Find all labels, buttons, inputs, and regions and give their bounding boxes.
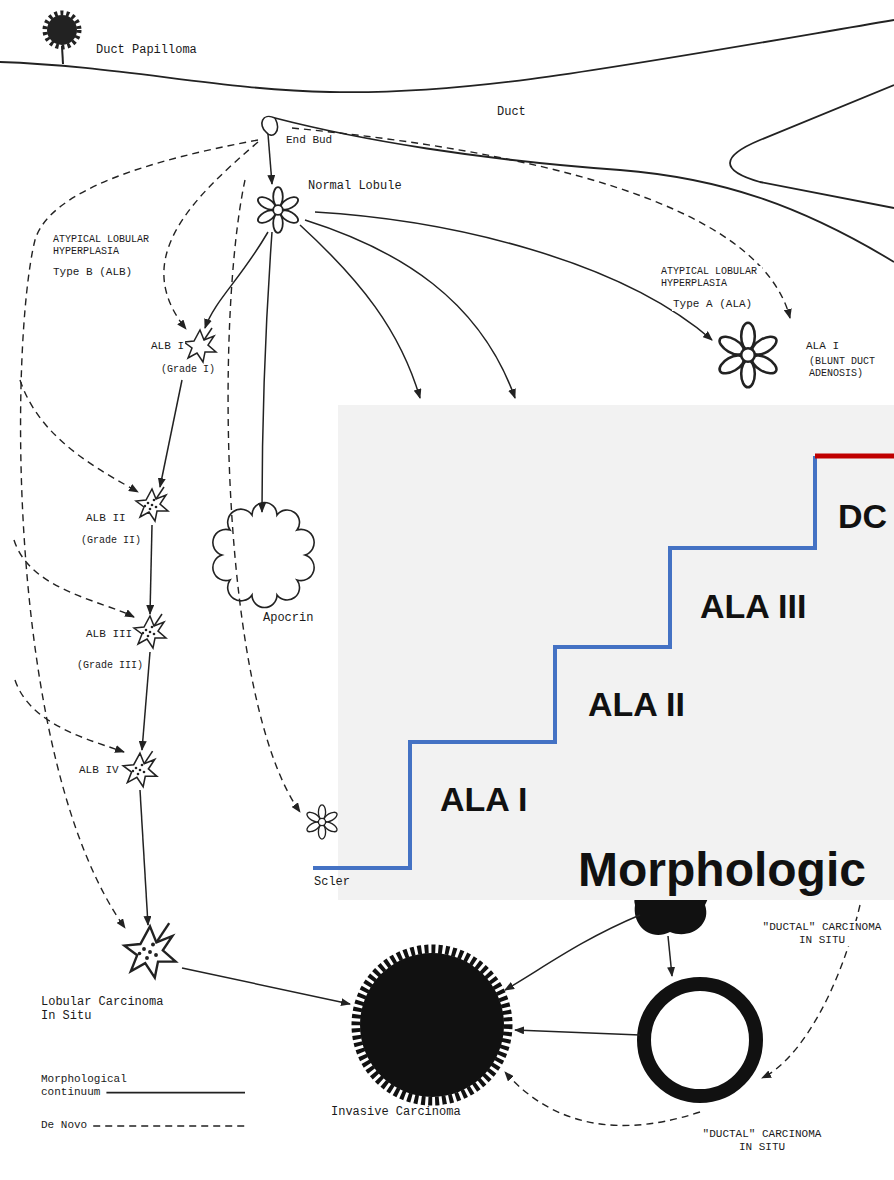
diagram-label: ATYPICAL LOBULAR HYPERPLASIA [52,234,154,257]
diagram-label: (Grade I) [160,364,216,376]
diagram-label: Apocrin [262,612,314,626]
diagram-label: ALB I [150,340,185,353]
diagram-label: End Bud [285,134,333,147]
diagram-label: ALB IV [78,764,120,777]
diagram-label: "DUCTAL" CARCINOMA IN SITU [696,1128,828,1153]
diagram-label: "DUCTAL" CARCINOMA IN SITU [756,921,888,946]
step-label: ALA I [440,782,528,816]
legend-sample [93,1125,245,1127]
diagram-label: Duct [496,106,527,120]
overlay-panel: ALA I ALA II ALA III DC Morphologic [338,405,894,900]
diagram-label: ALB II [85,512,127,525]
diagram-label: Lobular Carcinoma In Situ [40,996,172,1024]
step-label: ALA III [700,589,806,623]
diagram-label: Type B (ALB) [52,266,133,279]
diagram-label: Invasive Carcinoma [330,1106,462,1120]
diagram-label: ALA I [805,340,840,353]
diagram-label: Normal Lobule [307,180,403,194]
diagram-label: (BLUNT DUCT ADENOSIS) [808,356,888,379]
diagram-label: Scler [313,876,351,890]
panel-title: Morphologic [578,846,866,894]
diagram-label: (Grade III) [76,660,144,672]
staircase-blue [313,456,815,868]
legend-text: Morphological continuum [40,1073,142,1098]
step-label: DC [838,499,887,533]
legend-sample [106,1092,245,1094]
diagram-label: Type A (ALA) [672,298,753,311]
staircase-red [815,454,894,459]
diagram-label: ATYPICAL LOBULAR HYPERPLASIA [660,266,762,289]
legend-text: De Novo [40,1119,88,1132]
step-label: ALA II [588,687,685,721]
diagram-label: ALB III [85,628,133,641]
diagram-label: Duct Papilloma [95,44,198,58]
diagram-label: (Grade II) [80,535,142,547]
